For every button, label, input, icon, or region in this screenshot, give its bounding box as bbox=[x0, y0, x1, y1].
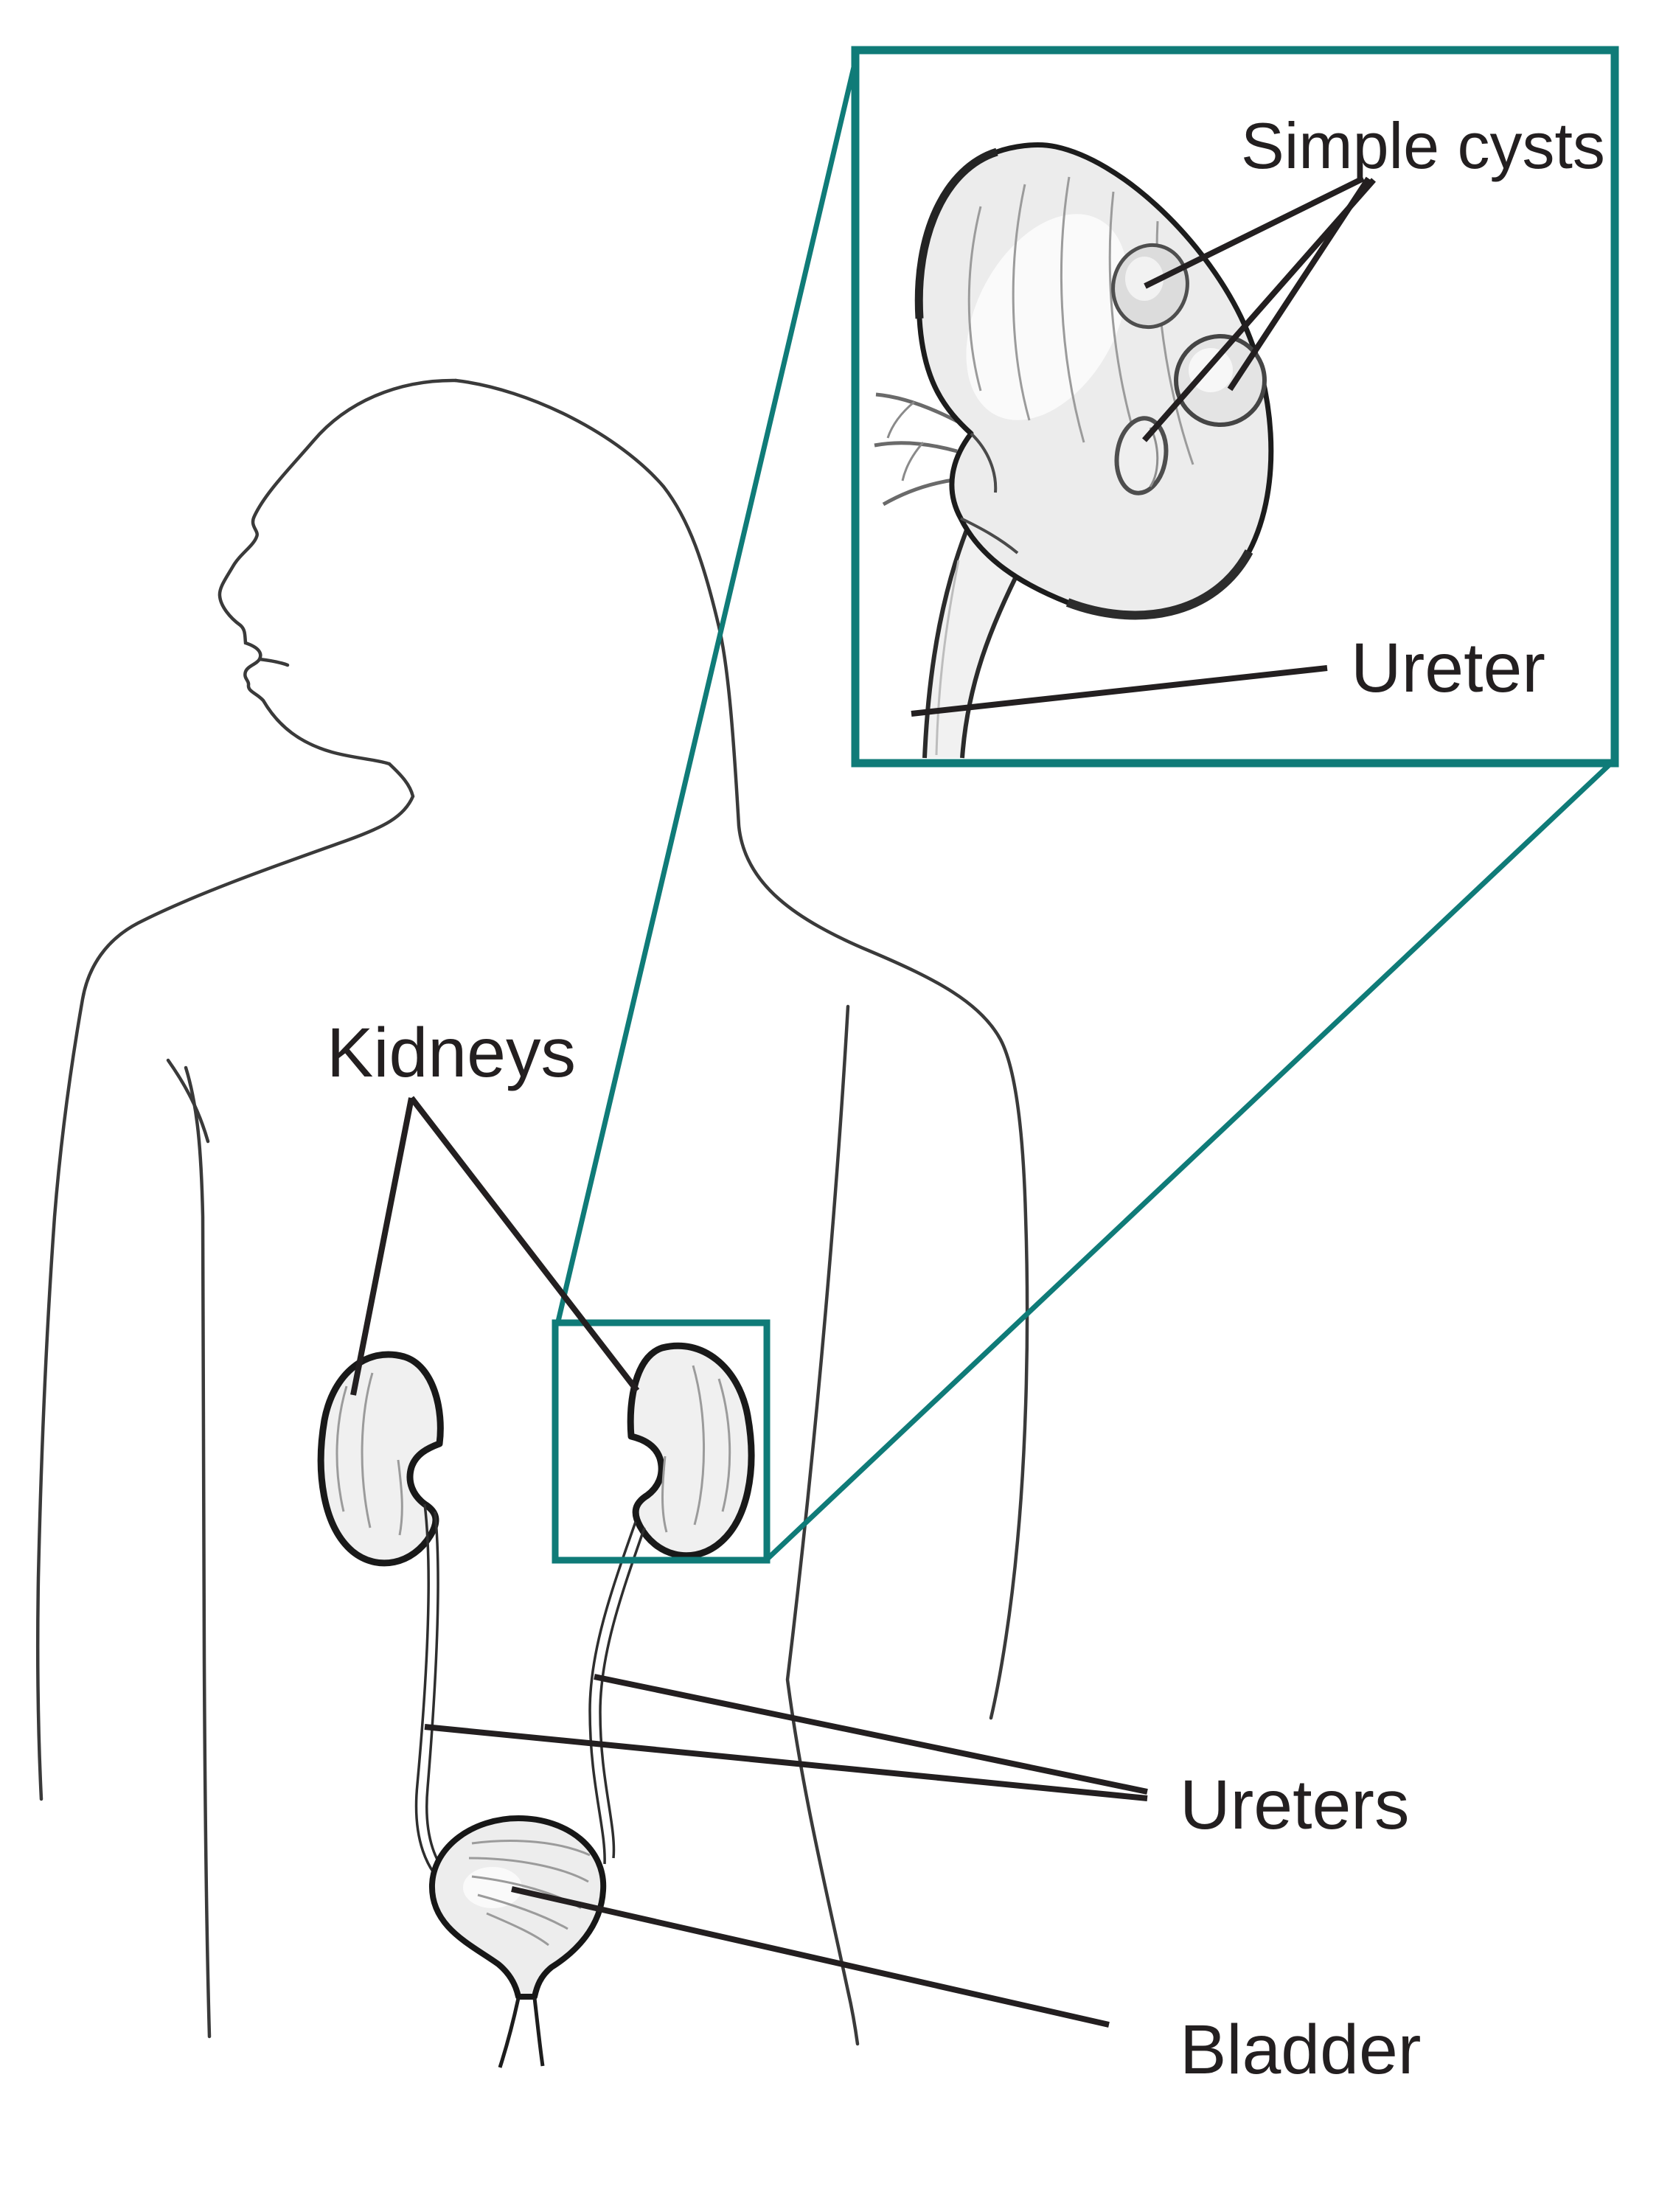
zoom-connector-bottom bbox=[765, 761, 1613, 1561]
left-ureter bbox=[414, 1503, 459, 1893]
mouth-line bbox=[257, 657, 290, 667]
leader-simple-cysts-1 bbox=[1144, 175, 1365, 289]
right-ureter bbox=[588, 1521, 646, 1865]
right-torso-hip-line bbox=[785, 1004, 860, 2046]
leader-simple-cysts-3 bbox=[1141, 178, 1377, 442]
zoom-source-box bbox=[552, 1319, 771, 1564]
leader-ureters-lower bbox=[424, 1724, 1148, 1801]
leader-kidneys-right bbox=[408, 1096, 640, 1393]
bladder-shape bbox=[428, 1815, 607, 2068]
right-kidney-shading bbox=[661, 1365, 731, 1533]
left-shoulder-arm-outline bbox=[35, 762, 415, 1801]
inset-kidney-highlight bbox=[966, 214, 1128, 420]
leader-inset-ureter bbox=[911, 665, 1328, 717]
urethra-left-line bbox=[498, 1997, 521, 2068]
leader-lines bbox=[350, 175, 1377, 2028]
inset-kidney-dark-edge-top bbox=[914, 147, 998, 319]
cyst-upper bbox=[1111, 243, 1189, 330]
leader-kidneys-left bbox=[350, 1097, 414, 1396]
inset-ureter-left-edge bbox=[922, 519, 973, 759]
left-armpit-crease bbox=[166, 1058, 210, 1144]
cyst-right-bump bbox=[1174, 334, 1267, 427]
leader-ureters-upper bbox=[594, 1674, 1148, 1795]
body-outline bbox=[35, 378, 1029, 2046]
label-kidneys: Kidneys bbox=[327, 1014, 576, 1092]
inset-kidney-art bbox=[874, 142, 1274, 759]
left-kidney bbox=[317, 1351, 444, 1567]
right-kidney bbox=[627, 1342, 755, 1559]
renal-vessels bbox=[874, 392, 964, 507]
cyst-lower bbox=[1114, 416, 1169, 495]
hilum-creases bbox=[960, 432, 1019, 554]
bladder-shading bbox=[468, 1840, 591, 1947]
left-kidney-shading bbox=[335, 1372, 403, 1536]
label-simple-cysts: Simple cysts bbox=[1241, 109, 1605, 182]
urethra-right-line bbox=[532, 1997, 545, 2067]
inset-ureter-fill bbox=[925, 521, 1023, 758]
inset-ureter-right-edge bbox=[960, 560, 1026, 759]
urinary-tract bbox=[317, 1342, 755, 2068]
leader-bladder bbox=[511, 1886, 1110, 2028]
zoom-connector-top bbox=[555, 54, 860, 1322]
label-bladder: Bladder bbox=[1180, 2011, 1421, 2089]
inset-kidney-dark-edge-bottom bbox=[1065, 549, 1253, 620]
right-shoulder-arm-outline bbox=[453, 378, 1029, 1720]
label-ureters: Ureters bbox=[1180, 1766, 1409, 1844]
label-inset-ureter: Ureter bbox=[1351, 629, 1545, 707]
face-profile-outline bbox=[218, 378, 458, 766]
left-torso-inner-line bbox=[184, 1065, 212, 2039]
